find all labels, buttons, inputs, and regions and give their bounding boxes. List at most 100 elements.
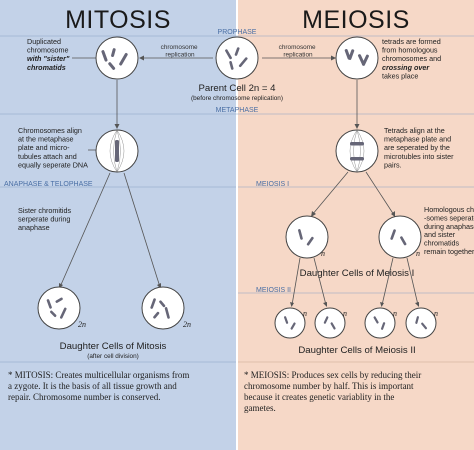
- metaphase-label: METAPHASE: [216, 107, 259, 114]
- arrowhead: [331, 55, 336, 61]
- ploidy-label: 2n: [183, 320, 191, 329]
- chromosome-group: [101, 48, 128, 70]
- chromosome-group: [150, 298, 170, 319]
- chromosome: [119, 52, 128, 66]
- spindle-fiber: [356, 129, 365, 173]
- note-align: Chromosomes align at the metaphase plate…: [18, 126, 88, 169]
- chromosome: [234, 47, 240, 56]
- note-tetrads-line: crossing over: [382, 63, 430, 72]
- mitosis-daughter-sub: (after cell division): [87, 353, 139, 360]
- note-homologous-line: chromatids: [424, 239, 460, 248]
- arrowhead: [290, 302, 294, 307]
- note-sister-line: Sister chromitids: [18, 206, 72, 215]
- chromosome: [59, 307, 67, 319]
- note-sister-line: serperate during: [18, 215, 70, 224]
- arrowhead: [354, 124, 360, 129]
- mitosis-daughter-title: Daughter Cells of Mitosis: [60, 341, 167, 352]
- note-align-meiosis-line: microtubles into sister: [384, 152, 454, 161]
- replication-right-line: replication: [283, 52, 313, 59]
- meiosis-summary-line: chromosome number by half. This is impor…: [244, 381, 414, 391]
- spindle-fiber: [113, 129, 118, 173]
- tetrad: [361, 54, 369, 66]
- ploidy-label: n: [303, 309, 307, 318]
- chromosome: [400, 236, 407, 246]
- meiosis-prophase-cell: [335, 36, 379, 80]
- meiosis-2-daughter-title: Daughter Cells of Meiosis II: [298, 345, 415, 356]
- mitosis-summary-line: * MITOSIS: Creates multicellular organis…: [8, 370, 189, 380]
- note-tetrads-line: from homologous: [382, 46, 438, 55]
- chromosome: [225, 49, 232, 60]
- replication-right-line: chromosome: [279, 44, 316, 51]
- chromosome: [50, 310, 57, 317]
- note-tetrads-line: chromosomes and: [382, 54, 441, 63]
- ploidy-label: 2n: [78, 320, 86, 329]
- chromosome: [111, 48, 116, 58]
- note-align-line: equally seperate DNA: [18, 160, 88, 169]
- mitosis-summary-line: repair. Chromosome number is conserved.: [8, 392, 160, 402]
- tetrad: [348, 49, 355, 60]
- meiosis-summary: * MEIOSIS: Produces sex cells by reducin…: [244, 370, 423, 413]
- arrowhead: [323, 302, 327, 307]
- meiosis-metaphase-cell: [335, 129, 379, 173]
- meiosis-2-label: MEIOSIS II: [256, 287, 291, 294]
- arrowhead: [391, 211, 395, 217]
- mitosis-prophase-cell: [95, 36, 139, 80]
- anaphase-telophase-label: ANAPHASE & TELOPHASE: [4, 181, 93, 188]
- arrowhead: [415, 302, 419, 307]
- meiosis-summary-line: because it creates genetic variablity in…: [244, 392, 394, 402]
- chromosome: [415, 316, 419, 324]
- chromosome: [284, 316, 289, 324]
- tetrad-group: [344, 48, 369, 66]
- tetrad: [350, 157, 364, 161]
- chromosome: [46, 299, 52, 309]
- spindle-fibers: [109, 129, 125, 173]
- note-duplicated-line: chromosome: [27, 46, 69, 55]
- replication-left-line: replication: [165, 52, 195, 59]
- note-duplicated-line: Duplicated: [27, 37, 61, 46]
- arrowhead: [139, 55, 144, 61]
- note-homologous-line: -somes seperate: [424, 213, 474, 222]
- spindle-fiber: [356, 129, 361, 173]
- spindle-fiber: [116, 129, 121, 173]
- note-duplicated-line: with "sister": [27, 54, 70, 63]
- meiosis-title: MEIOSIS: [302, 6, 410, 34]
- replication-left-line: chromosome: [161, 44, 198, 51]
- flow-arrow: [406, 257, 419, 306]
- mitosis-title: MITOSIS: [65, 6, 171, 34]
- chromosome: [238, 57, 248, 68]
- flow-arrow: [381, 257, 394, 306]
- chromosome: [381, 322, 386, 330]
- panel-divider: [236, 0, 238, 450]
- chromosome: [55, 297, 63, 303]
- note-align-line: tubules attach and: [18, 152, 77, 161]
- note-sister-line: anaphase: [18, 223, 50, 232]
- chromosome: [101, 50, 108, 62]
- chromosome: [115, 140, 119, 162]
- spindle-fibers: [349, 129, 365, 173]
- note-homologous-line: remain together: [424, 247, 474, 256]
- note-homologous: Homologous chromo- -somes seperate durin…: [424, 205, 474, 256]
- flow-arrow: [365, 171, 395, 216]
- chromosome: [306, 236, 314, 246]
- note-align-line: Chromosomes align: [18, 126, 82, 135]
- meiosis-2-daughter-cell: [274, 307, 306, 339]
- tetrad: [350, 142, 364, 146]
- ploidy-label: n: [343, 309, 347, 318]
- note-tetrads-line: tetrads are formed: [382, 37, 441, 46]
- ploidy-label: n: [393, 309, 397, 318]
- chromosome: [108, 62, 116, 70]
- parent-cell: [215, 36, 259, 80]
- spindle-fiber: [116, 129, 125, 173]
- parent-cell-sub: (before chromosome replication): [191, 95, 283, 102]
- arrowhead: [380, 302, 384, 307]
- meiosis-2-daughter-cell: [314, 307, 346, 339]
- flow-arrow: [311, 171, 349, 216]
- meiosis-summary-line: gametes.: [244, 403, 276, 413]
- note-duplicated-line: chromatids: [27, 63, 66, 72]
- ploidy-label: n: [434, 309, 438, 318]
- flow-arrow: [123, 172, 161, 288]
- note-align-meiosis: Tetrads align at the metaphase plate and…: [384, 126, 456, 169]
- chromosome-group: [225, 47, 248, 70]
